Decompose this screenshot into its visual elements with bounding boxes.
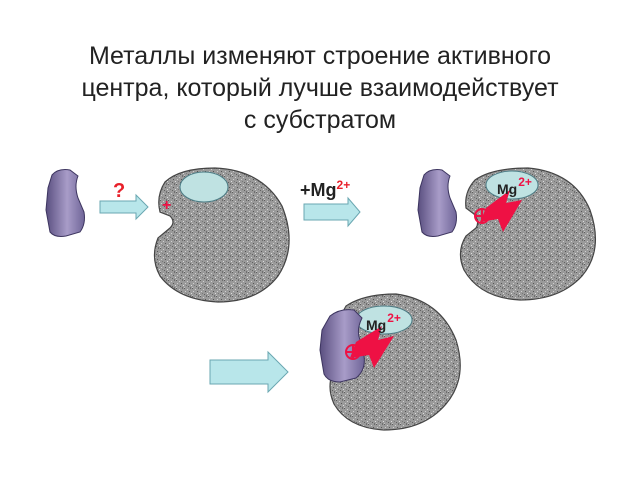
active-site-2 (485, 170, 539, 200)
question-mark: ? (113, 180, 125, 202)
substrate-1 (45, 169, 85, 237)
title-line-2: центра, который лучше взаимодействует (81, 74, 559, 102)
mg-charge-3: 2+ (387, 311, 401, 325)
mg-charge-2: 2+ (518, 175, 532, 189)
conformation-arrow-2 (480, 190, 522, 232)
substrate-2 (417, 169, 457, 237)
mg-label-2: Mg2+ (497, 175, 532, 197)
mg-add-base: +Mg (300, 180, 337, 200)
substrate-3 (319, 309, 365, 383)
conformation-arrow-3 (350, 326, 394, 368)
arrow-2 (303, 196, 361, 228)
mg-label-3: Mg2+ (366, 311, 401, 333)
arrow-1 (99, 193, 149, 221)
mg-add-label: +Mg2+ (300, 178, 350, 200)
mg-base-2: Mg (497, 181, 517, 197)
page-title: Металлы изменяют строение активного цент… (0, 40, 640, 136)
title-line-3: с субстратом (243, 106, 397, 134)
enzyme-3 (329, 293, 461, 431)
active-site-1 (179, 171, 229, 203)
plus-charge-1: + (162, 197, 171, 214)
arrow-3 (209, 350, 289, 394)
mg-base-3: Mg (366, 317, 386, 333)
title-line-1: Металлы изменяют строение активного (88, 42, 552, 70)
enzyme-2 (459, 167, 596, 301)
mg-add-charge: 2+ (337, 178, 351, 192)
enzyme-1 (153, 167, 290, 303)
